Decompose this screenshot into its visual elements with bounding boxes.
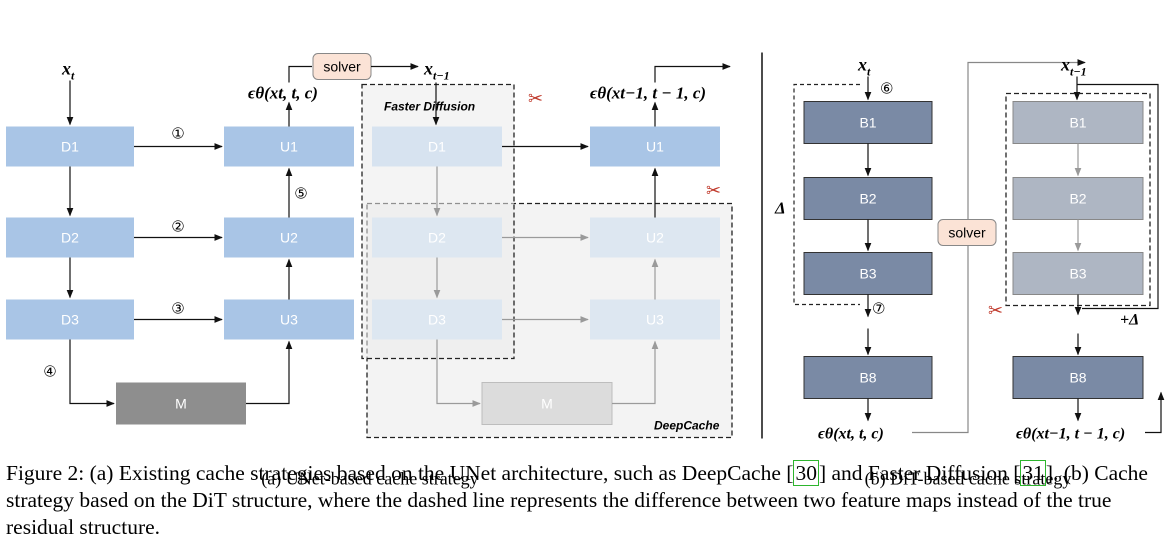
unet-block-d1-label: D1 (61, 139, 79, 155)
dit-right-b3-label: B3 (1069, 266, 1086, 282)
dit-solver-box (937, 219, 997, 246)
dit-output-left: ϵθ(xt, t, c) (818, 426, 884, 443)
caption-text-2: ] and Faster Diffusion [ (818, 461, 1021, 485)
dit-left-b2-label: B2 (859, 191, 876, 207)
unet-output-label: ϵθ(xt, t, c) (248, 84, 318, 103)
citation-link-30[interactable]: 30 (793, 460, 819, 486)
delta-bracket (793, 83, 860, 306)
dit-left-block-b8 (803, 356, 933, 399)
dit-output-right: ϵθ(xt−1, t − 1, c) (1016, 426, 1125, 443)
plus-delta-label: +Δ (1120, 312, 1139, 329)
scissors-icon: ✂ (528, 89, 543, 109)
unet-panel: xt D1 D2 D3 U1 U2 U3 ① ② ③ ④ ⑤ M (6, 53, 419, 425)
dit-panel: xt ⑥ B1 B2 B3 B8 ⑦ Δ ϵθ(xt, t, c) solver… (774, 55, 1165, 443)
cached-block-d1-label: D1 (428, 139, 446, 155)
dit-right-b2-label: B2 (1069, 191, 1086, 207)
cached-block-u3-label: U3 (646, 312, 664, 328)
marker-3: ③ (171, 301, 184, 318)
cached-block-u2 (590, 217, 720, 258)
cached-block-d3 (372, 299, 502, 340)
faster-diffusion-label: Faster Diffusion (384, 100, 475, 114)
cached-block-u2-label: U2 (646, 230, 664, 246)
figure-caption: Figure 2: (a) Existing cache strategies … (6, 460, 1168, 541)
unet-block-d3 (6, 299, 134, 340)
marker-6: ⑥ (880, 81, 893, 98)
dit-right-block-b2 (1012, 177, 1144, 220)
dit-left-block-b1 (803, 101, 933, 144)
dit-input-left: xt (857, 55, 871, 79)
cached-block-d2 (372, 217, 502, 258)
subcaption-b: (b) DiT-based cache strategy (865, 469, 1072, 490)
dit-right-block-b1 (1012, 101, 1144, 144)
marker-4: ④ (43, 364, 56, 381)
unet-block-u1 (224, 126, 354, 167)
cached-block-d1 (372, 126, 502, 167)
cached-output-label: ϵθ(xt−1, t − 1, c) (590, 84, 706, 103)
cached-block-u1-label: U1 (646, 139, 664, 155)
unet-block-d3-label: D3 (61, 312, 79, 328)
dit-left-b8-label: B8 (859, 370, 876, 386)
cached-block-d2-label: D2 (428, 230, 446, 246)
dit-left-block-b3 (803, 252, 933, 295)
unet-input-label: xt (61, 59, 75, 83)
unet-block-d2-label: D2 (61, 230, 79, 246)
unet-block-u3 (224, 299, 354, 340)
unet-solver-label: solver (323, 59, 361, 75)
dit-input-right: xt−1 (1060, 55, 1087, 79)
marker-5: ⑤ (294, 186, 307, 203)
marker-1: ① (171, 126, 184, 143)
marker-2: ② (171, 219, 184, 236)
unet-block-u3-label: U3 (280, 312, 298, 328)
scissors-icon: ✂ (988, 301, 1003, 321)
caption-text-3: ]. (b) Cache strategy based on the DiT s… (6, 461, 1148, 539)
cached-input-label: xt−1 (423, 59, 450, 83)
dit-left-b1-label: B1 (859, 115, 876, 131)
unet-block-u2-label: U2 (280, 230, 298, 246)
unet-block-m (116, 382, 246, 425)
unet-block-d2 (6, 217, 134, 258)
cached-block-u3 (590, 299, 720, 340)
dit-left-b3-label: B3 (859, 266, 876, 282)
unet-block-m-label: M (175, 396, 187, 412)
dit-right-block-b8 (1012, 356, 1144, 399)
deepcache-label: DeepCache (654, 419, 720, 433)
dit-left-block-b2 (803, 177, 933, 220)
unet-block-u2 (224, 217, 354, 258)
dit-right-b1-label: B1 (1069, 115, 1086, 131)
cached-unet-panel: Faster Diffusion DeepCache ✂ ✂ xt−1 D1 D… (361, 59, 733, 439)
scissors-icon: ✂ (706, 181, 721, 201)
dit-solver-label: solver (948, 225, 986, 241)
delta-label: Δ (774, 199, 786, 218)
dit-right-block-b3 (1012, 252, 1144, 295)
unet-block-d1 (6, 126, 134, 167)
unet-block-u1-label: U1 (280, 139, 298, 155)
marker-7: ⑦ (872, 301, 885, 318)
dit-right-b8-label: B8 (1069, 370, 1086, 386)
subcaption-a: (a) UNet-based cache strategy (261, 469, 478, 490)
citation-link-31[interactable]: 31 (1020, 460, 1046, 486)
caption-text-1: Figure 2: (a) Existing cache strategies … (6, 461, 794, 485)
cached-block-m (481, 382, 613, 425)
cached-block-d3-label: D3 (428, 312, 446, 328)
cached-block-u1 (590, 126, 720, 167)
cached-block-m-label: M (541, 396, 553, 412)
